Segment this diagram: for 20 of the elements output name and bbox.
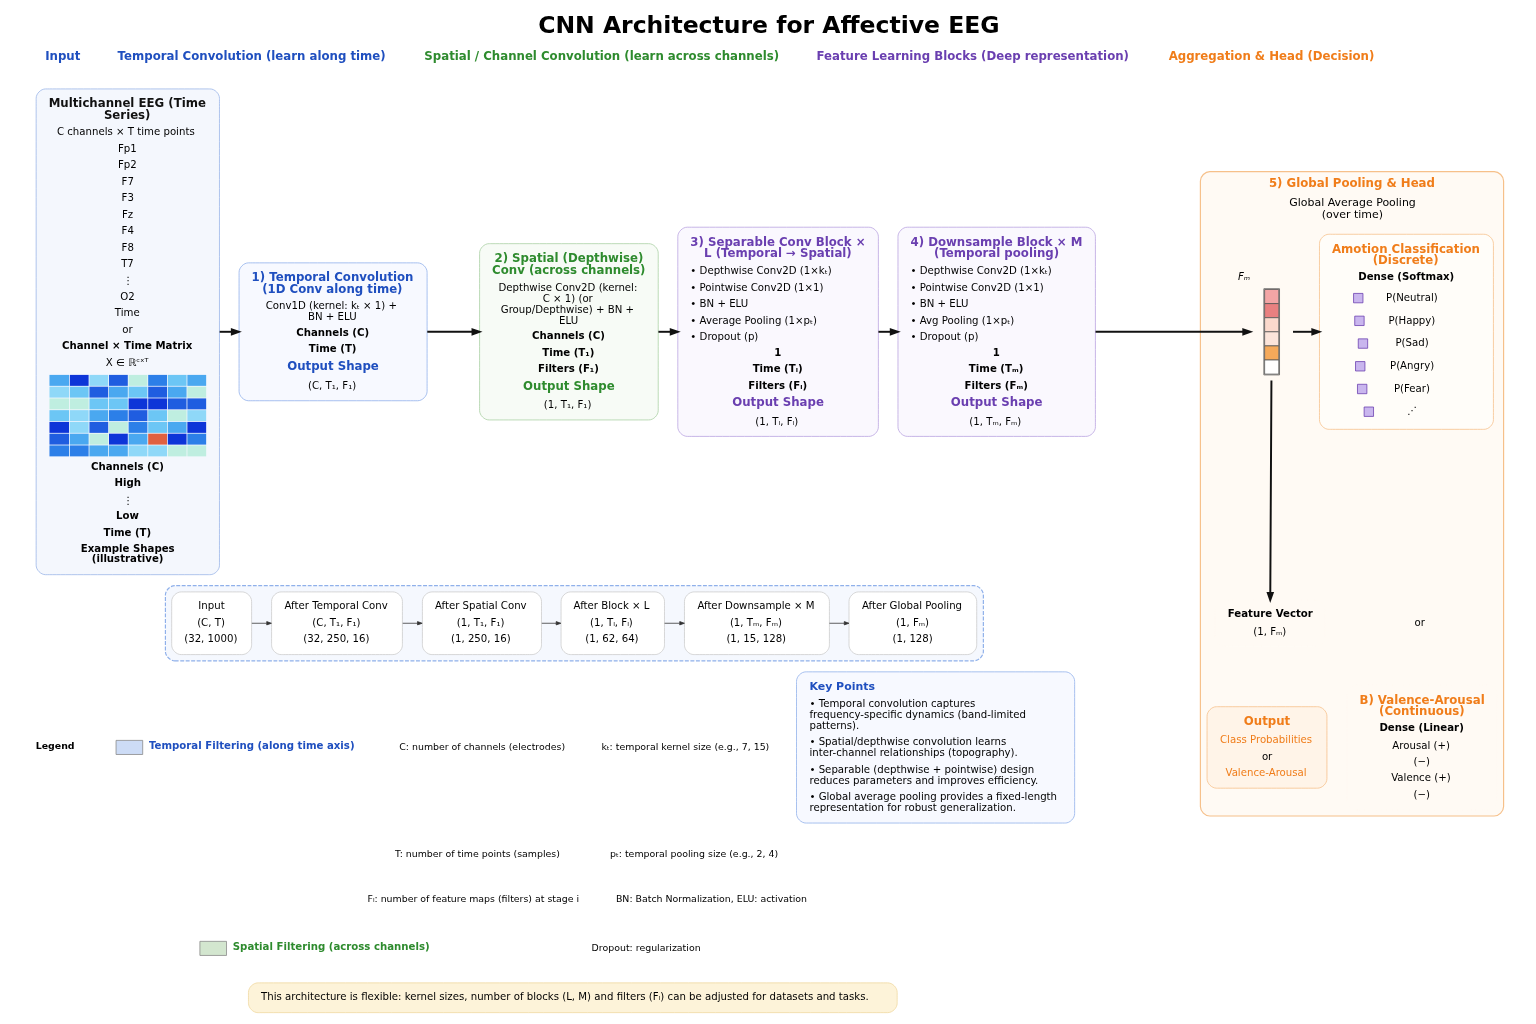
label: T: number of time points (samples): [394, 847, 560, 859]
label: Fₗ: number of feature maps (filters) at stage i: [367, 893, 579, 905]
label: Aggregation & Head (Decision): [1168, 48, 1374, 63]
label: kₜ: temporal kernel size (e.g., 7, 15): [600, 740, 769, 752]
label: Input: [44, 48, 80, 63]
label: Dropout: regularization: [591, 941, 701, 953]
node-label: Fₘ: [1237, 270, 1250, 282]
diagram-title: CNN Architecture for Affective EEG: [537, 10, 1000, 39]
legend-label: Spatial Filtering (across channels): [232, 941, 430, 953]
label: Feature Learning Blocks (Deep representation): [815, 48, 1129, 63]
node-text: B) Valence-Arousal (Continuous) Dense (Linear) Arousal (+) (−) Valence (+) (−): [1358, 692, 1485, 800]
label: Temporal Convolution (learn along time): [117, 48, 386, 63]
label: Legend: [35, 740, 75, 752]
node-text: Feature Vector (1, Fₘ): [1227, 608, 1313, 637]
label: or: [1414, 616, 1425, 628]
label: C: number of channels (electrodes): [398, 740, 565, 752]
label: BN: Batch Normalization, ELU: activation: [615, 893, 807, 905]
legend-label: Temporal Filtering (along time axis): [148, 740, 355, 752]
label: pₜ: temporal pooling size (e.g., 2, 4): [609, 847, 778, 859]
label: Spatial / Channel Convolution (learn across channels): [423, 48, 779, 63]
